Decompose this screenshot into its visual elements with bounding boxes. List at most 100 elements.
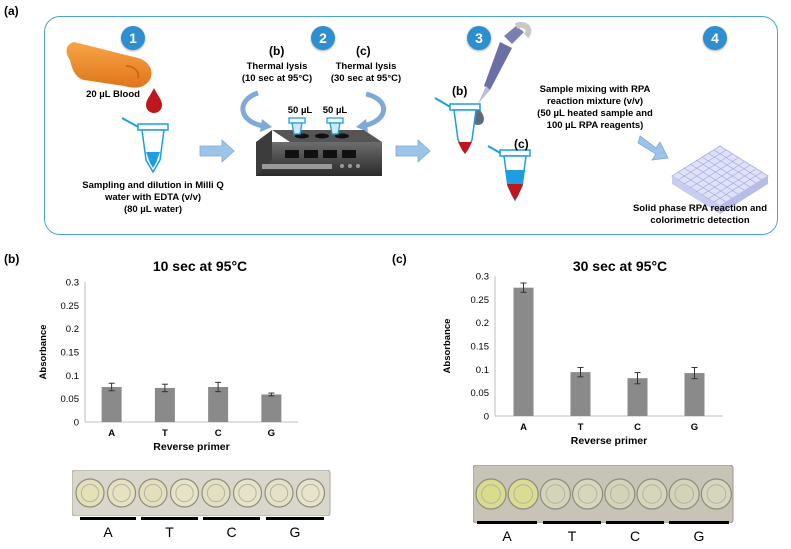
lysis-b-description: Thermal lysis (10 sec at 95°C) — [232, 61, 322, 85]
strip-b-well-ring — [112, 483, 131, 503]
mixing-line-3: (50 µL heated sample and — [537, 108, 653, 119]
heater-tube-icon-2 — [326, 117, 344, 135]
strip-c-well — [636, 478, 668, 510]
strip-c-well — [668, 478, 700, 510]
chart-b-x-tick-label: A — [108, 428, 115, 439]
panel-a-label: (a) — [4, 4, 19, 18]
lysis-arrow-b — [240, 90, 265, 129]
mixing-line-2: reaction mixture (v/v) — [546, 96, 644, 107]
strip-b-well-ring — [175, 483, 194, 503]
lysis-c-line-1: Thermal lysis — [335, 61, 397, 72]
strip-c-well-ring — [577, 484, 598, 504]
lysis-b-tag: (b) — [269, 44, 285, 58]
strip-b-label-t: T — [165, 524, 174, 540]
strip-b-well — [201, 478, 231, 508]
well-strip-c — [473, 465, 734, 523]
heater-tube-icon-1 — [288, 117, 306, 135]
chart-b-title: 10 sec at 95°C — [152, 258, 248, 274]
flow-arrow-3 — [637, 135, 669, 161]
lysis-c-tag: (c) — [356, 44, 371, 58]
well-strip-b — [72, 470, 331, 516]
chart-c-y-tick-label: 0.3 — [476, 272, 489, 283]
strip-c-label-a: A — [502, 528, 512, 544]
flow-arrow-2 — [395, 139, 431, 163]
strip-b-label-a: A — [103, 524, 113, 540]
strip-b-label-c: C — [226, 524, 237, 540]
detection-line-2: colorimetric detection — [650, 215, 750, 226]
chart-c-x-axis-title: Reverse primer — [571, 435, 647, 447]
sampling-line-3: (80 µL water) — [123, 204, 183, 215]
chart-b-y-tick-label: 0.3 — [66, 278, 79, 289]
strip-b-well-ring — [238, 483, 257, 503]
strip-c-well — [539, 478, 572, 510]
chart-b-x-tick-label: C — [215, 428, 222, 439]
strip-c-well — [507, 478, 539, 510]
workflow-illustration — [66, 22, 769, 214]
sampling-line-2: water with EDTA (v/v) — [104, 192, 202, 203]
step-badge-1: 1 — [121, 26, 145, 50]
step-badge-2: 2 — [311, 26, 335, 50]
chart-c-bar-a — [513, 287, 534, 416]
chart-c-y-tick-label: 0 — [484, 412, 489, 423]
lysis-b-line-2: (10 sec at 95°C) — [241, 73, 313, 84]
chart-b-bar-t — [154, 387, 175, 422]
chart-c-x-tick-label: C — [634, 422, 641, 433]
lysis-arrow-c — [361, 91, 387, 129]
chart-b-bar-g — [261, 394, 282, 422]
chart-b-y-tick-label: 0.1 — [66, 371, 79, 382]
strip-b-well-ring — [143, 483, 163, 503]
strip-c-underline-c — [606, 521, 664, 524]
step-badge-3: 3 — [467, 26, 491, 50]
strip-c-well — [700, 478, 732, 510]
strip-b-underline-g — [266, 517, 324, 520]
step-badge-4: 4 — [703, 26, 727, 50]
panel-b-label: (b) — [4, 252, 20, 266]
volume-label-2: 50 µL — [322, 105, 348, 116]
chart-c-y-tick-label: 0.15 — [471, 342, 490, 353]
mixing-description: Sample mixing with RPA reaction mixture … — [520, 84, 670, 132]
strip-b-well — [264, 478, 294, 508]
strip-c-well-ring — [642, 484, 662, 504]
chart-b-bar-a — [101, 387, 122, 422]
chart-b-x-tick-label: G — [268, 428, 275, 439]
finger-icon — [66, 42, 152, 88]
strip-b-well — [75, 478, 105, 508]
sampling-line-1: Sampling and dilution in Milli Q — [82, 180, 224, 191]
lysis-c-description: Thermal lysis (30 sec at 95°C) — [320, 61, 412, 85]
strip-b-underline-a — [80, 517, 136, 520]
chart-b-x-tick-label: T — [162, 428, 168, 439]
strip-c-underline-a — [477, 521, 537, 524]
strip-b-well-ring — [301, 483, 320, 503]
strip-b-label-g: G — [289, 524, 301, 540]
strip-b-well-ring — [206, 483, 226, 503]
chart-b-x-axis-title: Reverse primer — [153, 441, 229, 453]
strip-b-well — [169, 478, 200, 508]
chart-b-y-tick-label: 0.25 — [61, 301, 80, 312]
strip-b-well-ring — [80, 483, 100, 503]
chart-c-bar-c — [627, 378, 648, 416]
workflow-box — [44, 16, 778, 235]
strip-c-label-t: T — [567, 528, 577, 544]
well-plate-icon — [671, 145, 769, 214]
chart-b-bar-c — [208, 387, 229, 422]
tube-icon-3b — [434, 97, 481, 154]
mix-b-tag: (b) — [452, 84, 468, 98]
strip-c-well-ring — [513, 484, 534, 504]
strip-b-underline-c — [203, 517, 260, 520]
volume-label-1: 50 µL — [287, 105, 313, 116]
strip-c-well-ring — [610, 484, 630, 504]
sampling-description: Sampling and dilution in Milli Q water w… — [58, 180, 248, 216]
chart-b-y-tick-label: 0.15 — [61, 348, 80, 359]
strip-c-well — [475, 478, 507, 510]
pipette-icon — [478, 22, 532, 104]
strip-b-well — [106, 478, 137, 508]
strip-b-underline-t — [141, 517, 198, 520]
detection-description: Solid phase RPA reaction and colorimetri… — [630, 203, 770, 227]
mixing-line-4: 100 µL RPA reagents) — [546, 120, 644, 131]
chart-c-y-axis-title: Absorbance — [442, 319, 453, 374]
panel-c-label: (c) — [392, 252, 407, 266]
mixing-line-1: Sample mixing with RPA — [539, 84, 651, 95]
strip-c-well-ring — [545, 484, 566, 504]
